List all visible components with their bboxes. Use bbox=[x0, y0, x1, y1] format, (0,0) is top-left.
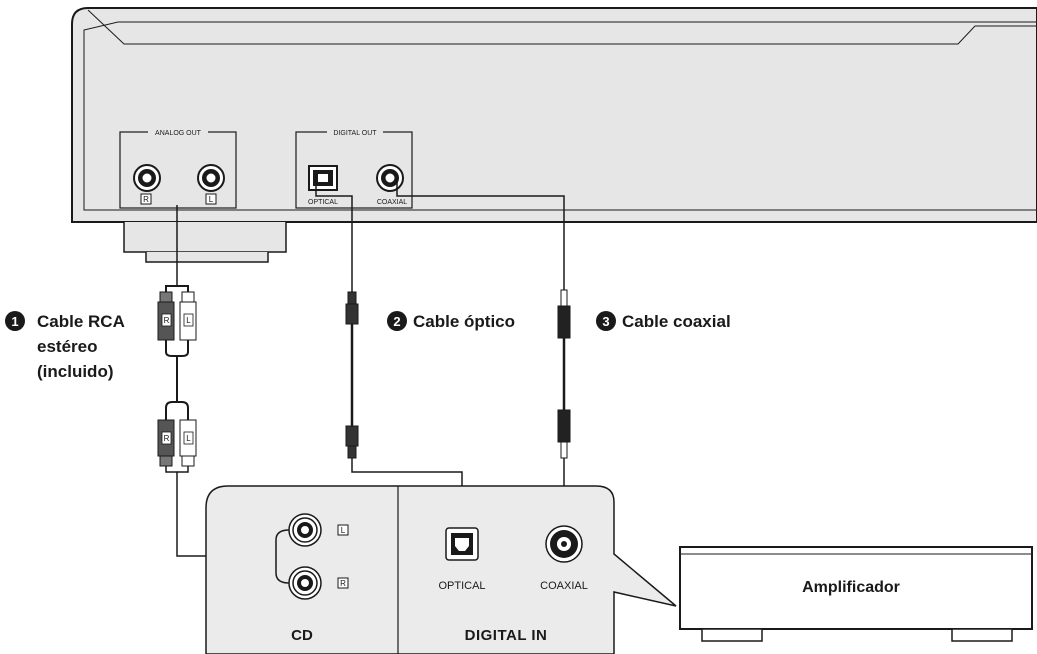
optical-cable-number: 2 bbox=[393, 314, 400, 329]
cd-l-jack[interactable] bbox=[288, 513, 322, 547]
analog-out-l-jack[interactable] bbox=[197, 164, 225, 192]
optical-cable-callout: 2 Cable óptico bbox=[387, 311, 515, 331]
rca-cable-label-line1: Cable RCA bbox=[37, 312, 125, 331]
amp-coaxial-label: COAXIAL bbox=[540, 580, 588, 592]
rca-cable-callout: 1 Cable RCA estéreo (incluido) bbox=[5, 311, 125, 381]
cd-section-label: CD bbox=[291, 627, 313, 644]
coaxial-cable-callout: 3 Cable coaxial bbox=[596, 311, 731, 331]
digital-in-section-label: DIGITAL IN bbox=[465, 627, 548, 644]
rca-lower-l-label: L bbox=[186, 434, 191, 443]
coaxial-cable-number: 3 bbox=[602, 314, 609, 329]
cd-l-label: L bbox=[341, 526, 346, 535]
amplifier-unit: Amplificador bbox=[679, 546, 1033, 642]
amp-optical-in-port[interactable] bbox=[445, 527, 479, 561]
digital-out-coaxial-label: COAXIAL bbox=[377, 199, 407, 206]
analog-out-l-label: L bbox=[209, 195, 214, 204]
rca-cable-number: 1 bbox=[11, 314, 18, 329]
cd-r-label: R bbox=[340, 579, 346, 588]
cd-r-jack[interactable] bbox=[288, 566, 322, 600]
analog-out-r-jack[interactable] bbox=[133, 164, 161, 192]
player-rear-panel bbox=[71, 7, 1037, 263]
coaxial-cable-label: Cable coaxial bbox=[622, 312, 731, 331]
amp-coaxial-in-jack[interactable] bbox=[545, 525, 583, 563]
rca-upper-r-label: R bbox=[164, 316, 170, 325]
digital-out-optical-port[interactable] bbox=[308, 165, 338, 191]
digital-out-coaxial-jack[interactable] bbox=[376, 164, 404, 192]
analog-out-r-label: R bbox=[143, 195, 149, 204]
rca-upper-l-label: L bbox=[186, 316, 191, 325]
rca-cable-label-line3: (incluido) bbox=[37, 362, 113, 381]
rca-cable-label-line2: estéreo bbox=[37, 337, 97, 356]
amp-optical-label: OPTICAL bbox=[438, 580, 485, 592]
digital-out-optical-label: OPTICAL bbox=[308, 199, 338, 206]
amplifier-label: Amplificador bbox=[802, 579, 900, 596]
digital-out-group: DIGITAL OUT OPTICAL COAXIAL bbox=[295, 127, 413, 209]
analog-out-label: ANALOG OUT bbox=[155, 130, 202, 137]
analog-out-group: ANALOG OUT R L bbox=[119, 127, 237, 209]
digital-out-label: DIGITAL OUT bbox=[333, 130, 377, 137]
optical-cable-label: Cable óptico bbox=[413, 312, 515, 331]
rca-lower-r-label: R bbox=[164, 434, 170, 443]
